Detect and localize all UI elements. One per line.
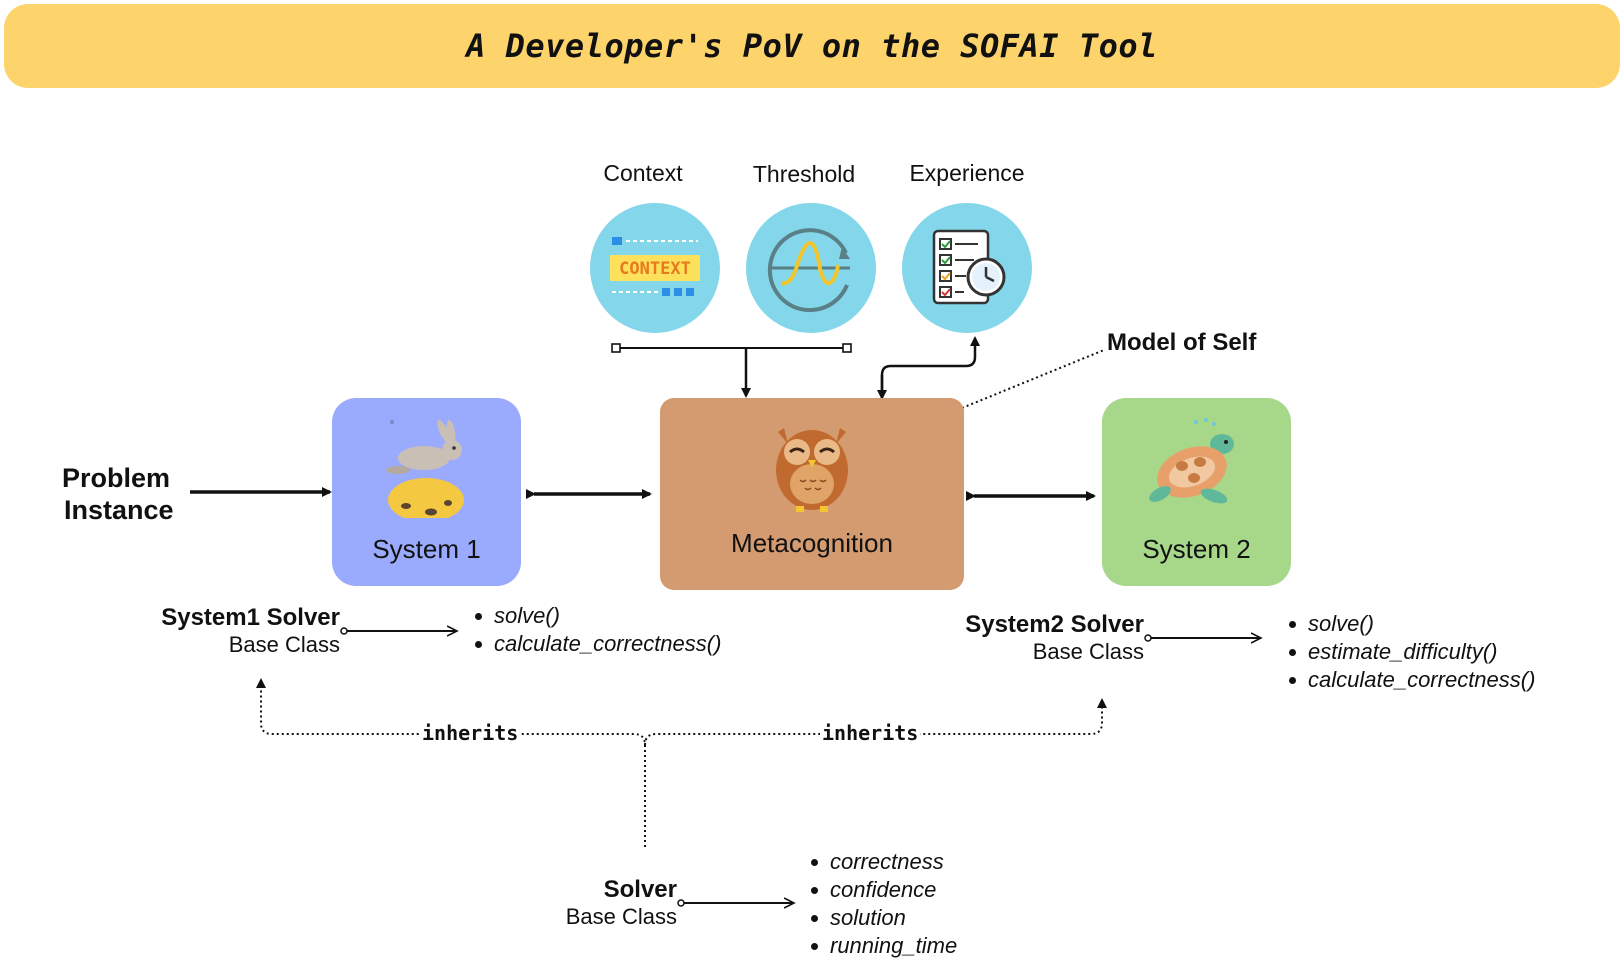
system2-label: System 2 [1142, 534, 1251, 564]
context-icon: CONTEXT [610, 237, 700, 296]
inputs-bracket [611, 343, 852, 398]
threshold-label: Threshold [752, 161, 856, 187]
metacognition-box: Metacognition [660, 398, 964, 590]
system1-box: System 1 [332, 398, 521, 586]
system1-solver-sub: Base Class [228, 632, 340, 657]
experience-arrow [880, 336, 980, 396]
list-item: calculate_correctness() [1286, 666, 1535, 694]
system1-label: System 1 [372, 534, 481, 564]
inherits-label-left: inherits [420, 721, 521, 745]
threshold-circle [746, 203, 876, 333]
list-item: solution [808, 904, 957, 932]
system2-solver-class: System2 Solver Base Class [944, 611, 1144, 665]
system2-solver-name: System2 Solver [965, 611, 1144, 638]
model-of-self-line [961, 349, 1105, 409]
context-circle: CONTEXT [590, 203, 720, 333]
system1-solver-name: System1 Solver [161, 604, 340, 631]
list-item: confidence [808, 876, 957, 904]
list-item: estimate_difficulty() [1286, 638, 1535, 666]
context-icon-text: CONTEXT [619, 259, 691, 279]
list-item: calculate_correctness() [472, 630, 721, 658]
list-item: solve() [1286, 610, 1535, 638]
page-title: A Developer's PoV on the SOFAI Tool [466, 27, 1158, 65]
system1-solver-class: System1 Solver Base Class [140, 604, 340, 658]
list-item: solve() [472, 602, 721, 630]
model-of-self-label: Model of Self [1107, 329, 1257, 356]
rabbit-icon [386, 420, 464, 518]
threshold-icon [767, 228, 850, 313]
system2-box: System 2 [1102, 398, 1291, 586]
inheritance-lines [260, 684, 1103, 847]
checklist-clock-icon [932, 229, 1006, 305]
turtle-icon [1149, 418, 1234, 504]
system2-methods: solve() estimate_difficulty() calculate_… [1286, 610, 1535, 694]
system1-methods: solve() calculate_correctness() [472, 602, 721, 658]
problem-instance-label: Problem Instance [62, 463, 174, 525]
solver-sub: Base Class [565, 904, 677, 929]
system2-solver-sub: Base Class [1032, 639, 1144, 664]
solver-class: Solver Base Class [477, 876, 677, 930]
inherits-label-right: inherits [820, 721, 921, 745]
solver-attributes: correctness confidence solution running_… [808, 848, 957, 960]
list-item: correctness [808, 848, 957, 876]
metacognition-label: Metacognition [731, 528, 893, 558]
title-banner: A Developer's PoV on the SOFAI Tool [4, 4, 1620, 88]
solver-name: Solver [603, 876, 677, 903]
list-item: running_time [808, 932, 957, 960]
context-label: Context [603, 160, 683, 186]
experience-circle [902, 203, 1032, 333]
experience-label: Experience [909, 160, 1025, 186]
owl-icon [776, 428, 848, 512]
